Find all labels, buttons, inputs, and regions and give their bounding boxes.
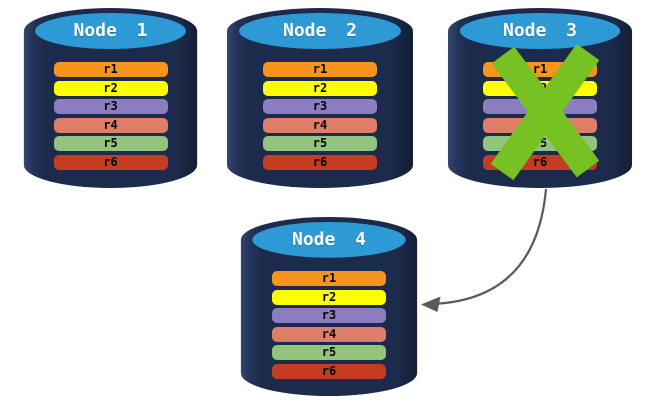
row-r6: r6 xyxy=(263,154,377,170)
database-cylinder-icon xyxy=(240,216,418,397)
row-r5: r5 xyxy=(272,345,386,360)
node-4: Node 4 r1 r2 r3 r4 r5 r6 xyxy=(239,216,419,399)
row-r1: r1 xyxy=(483,62,597,77)
row-r1: r1 xyxy=(53,62,168,77)
row-r2: r2 xyxy=(272,289,386,305)
row-r3: r3 xyxy=(263,99,377,114)
row-r3: r3 xyxy=(272,308,386,323)
row-r1: r1 xyxy=(272,271,386,286)
node-1: Node 1 r1 r2 r3 r4 r5 r6 xyxy=(22,7,199,191)
node-title: Node 1 xyxy=(73,20,148,41)
node-rows: r1 r2 r3 r4 r5 r6 xyxy=(272,271,386,382)
node-rows: r1 r2 r3 r4 r5 r6 xyxy=(53,62,168,173)
node-3-failed: Node 3 r1 r2 r3 r4 r5 r6 xyxy=(446,7,634,191)
row-r4: r4 xyxy=(53,117,168,133)
node-title: Node 4 xyxy=(291,229,367,250)
node-rows: r1 r2 r3 r4 r5 r6 xyxy=(483,62,597,173)
row-r5: r5 xyxy=(483,136,597,151)
node-title: Node 2 xyxy=(282,20,358,41)
node-rows: r1 r2 r3 r4 r5 r6 xyxy=(263,62,377,173)
database-cylinder-icon xyxy=(227,8,413,188)
row-r6: r6 xyxy=(483,154,597,170)
row-r2: r2 xyxy=(263,80,377,96)
cylinder-top-ellipse xyxy=(459,13,621,49)
row-r6: r6 xyxy=(272,363,386,379)
cylinder-top-ellipse xyxy=(239,13,401,49)
cylinder-top-ellipse xyxy=(252,221,406,258)
row-r2: r2 xyxy=(53,80,168,96)
node-title: Node 3 xyxy=(502,20,578,41)
row-r4: r4 xyxy=(263,117,377,133)
row-r5: r5 xyxy=(263,136,377,151)
row-r4: r4 xyxy=(272,326,386,342)
node-2: Node 2 r1 r2 r3 r4 r5 r6 xyxy=(225,7,415,191)
row-r1: r1 xyxy=(263,62,377,77)
row-r4: r4 xyxy=(483,117,597,133)
row-r6: r6 xyxy=(53,154,168,170)
row-r2: r2 xyxy=(483,80,597,96)
cylinder-top-ellipse xyxy=(35,13,186,49)
row-r5: r5 xyxy=(53,136,168,151)
database-cylinder-icon xyxy=(23,8,198,188)
row-r3: r3 xyxy=(53,99,168,114)
row-r3: r3 xyxy=(483,99,597,114)
